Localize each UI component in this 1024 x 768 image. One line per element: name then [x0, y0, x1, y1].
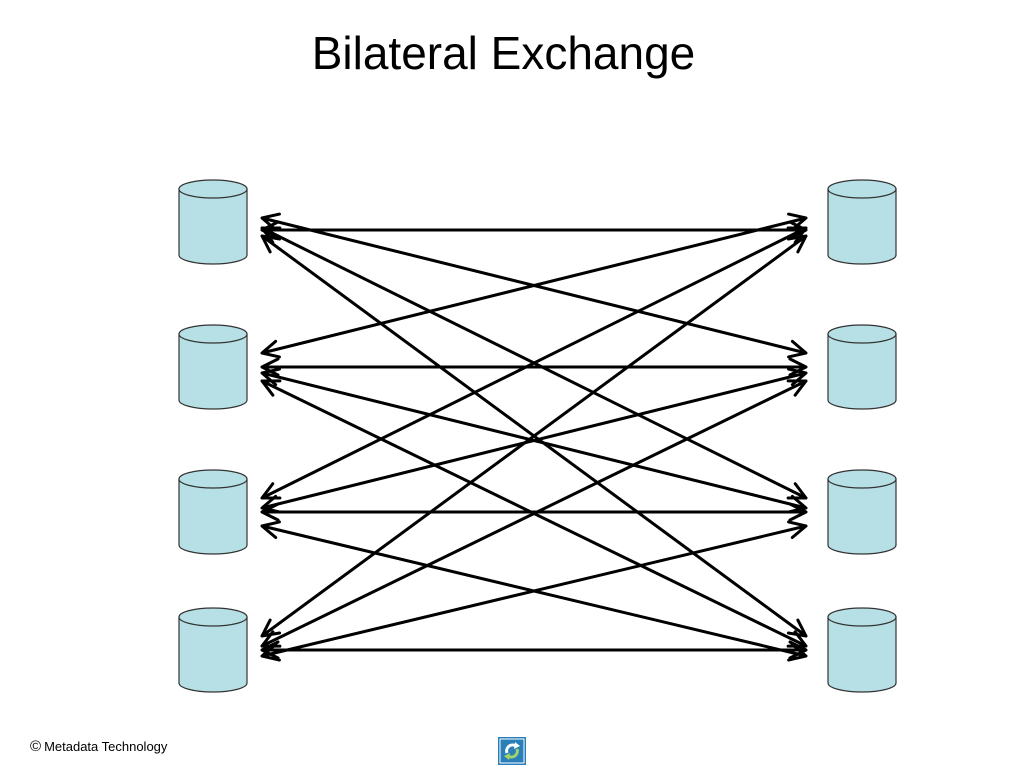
database-group: [178, 179, 897, 693]
database-icon-left-4: [178, 607, 248, 693]
database-icon-right-1: [827, 179, 897, 265]
exchange-arrow-2-2: [260, 357, 808, 377]
metadata-technology-logo-icon: [498, 737, 526, 765]
company-name: Metadata Technology: [44, 739, 168, 754]
exchange-arrow-1-1: [260, 220, 808, 240]
database-icon-left-1: [178, 179, 248, 265]
arrow-group: [260, 212, 808, 662]
database-icon-left-3: [178, 469, 248, 555]
exchange-arrow-3-2: [260, 367, 808, 514]
copyright-symbol: ©: [30, 738, 42, 755]
footer: ©Metadata Technology: [30, 738, 167, 755]
exchange-arrow-4-3: [260, 520, 808, 662]
database-icon-right-3: [827, 469, 897, 555]
exchange-arrow-4-1: [260, 234, 808, 638]
database-icon-right-2: [827, 324, 897, 410]
exchange-arrow-4-4: [260, 640, 808, 660]
database-icon-right-4: [827, 607, 897, 693]
slide-title: Bilateral Exchange: [311, 27, 696, 79]
exchange-arrow-2-1: [260, 212, 808, 359]
database-icon-left-2: [178, 324, 248, 410]
